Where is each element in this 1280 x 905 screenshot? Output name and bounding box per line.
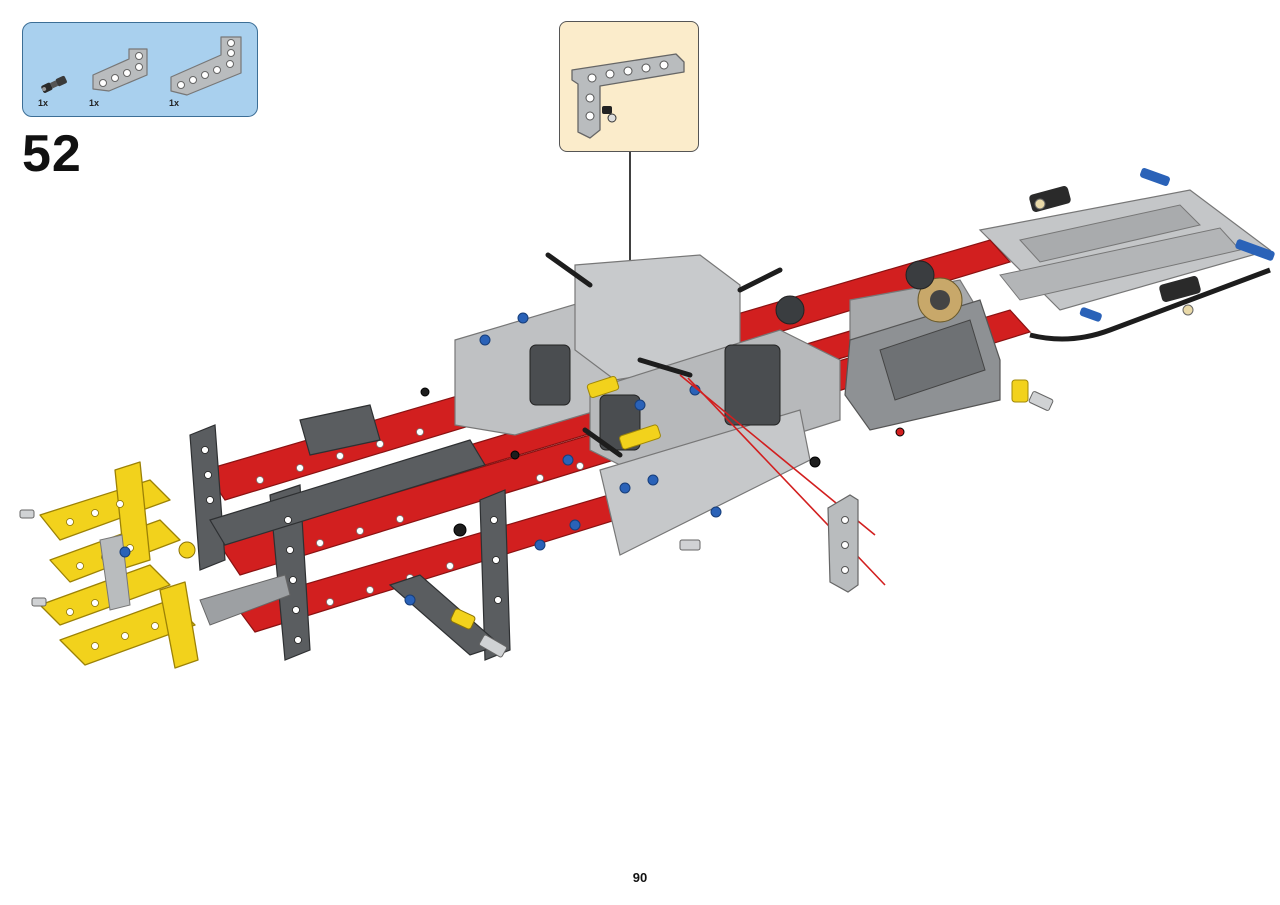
step-number: 52 (22, 125, 82, 183)
gray-axle-ends (19, 391, 1054, 658)
page-number: 90 (632, 870, 648, 885)
dark-gray-front-beams (189, 404, 511, 661)
l-beam-long-icon (170, 36, 242, 96)
blue-pins (119, 312, 722, 606)
part-quantity: 1x (89, 98, 100, 108)
rear-chassis (978, 168, 1275, 342)
part-quantity: 1x (169, 98, 180, 108)
yellow-gearbox-parts (586, 375, 1029, 450)
added-l-beam-part (827, 494, 859, 593)
axle-pin-icon (41, 75, 67, 93)
parts-list-box: 1x 1x 1x (22, 22, 258, 117)
black-axles (545, 252, 783, 458)
l-beam-short-icon (92, 48, 148, 92)
part-quantity: 1x (38, 98, 49, 108)
gear-clusters (529, 260, 935, 451)
light-gray-lower-link (199, 574, 291, 626)
subassembly-callout (559, 21, 699, 152)
l-beam-with-pin-icon (571, 53, 685, 139)
dark-beam-holes (201, 446, 502, 644)
motor-unit (844, 277, 1001, 431)
yellow-pins (178, 541, 476, 630)
connector-pins (420, 387, 905, 537)
